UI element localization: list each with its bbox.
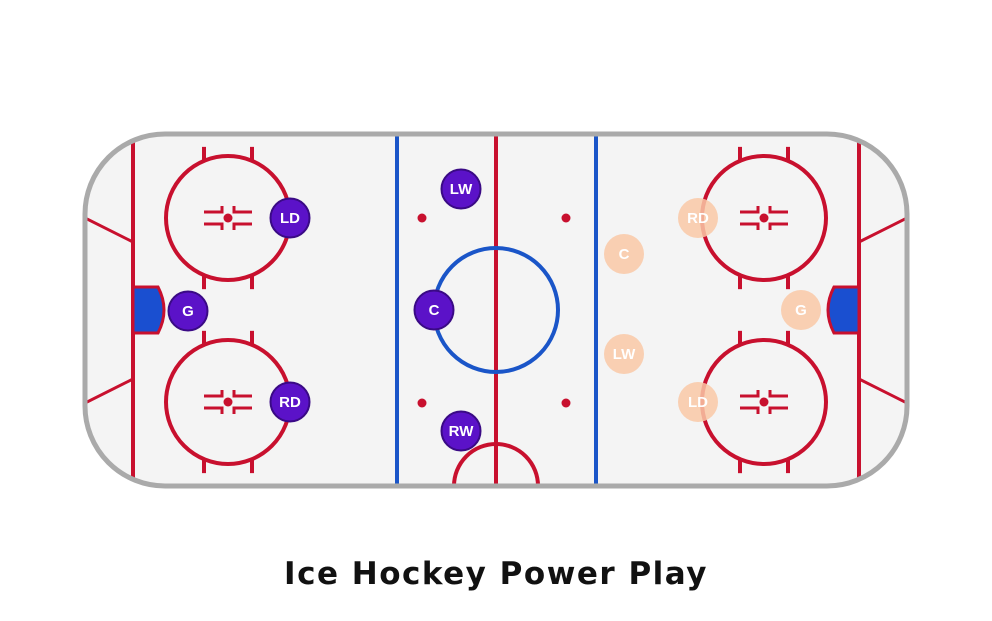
neutral-zone-faceoff-dot [561,213,571,223]
player-label: RW [449,423,475,440]
faceoff-hash-mark [204,206,224,214]
diagram-title: Ice Hockey Power Play [284,556,708,592]
player-label: C [429,302,440,319]
faceoff-hash-mark [204,222,224,230]
player-label: G [795,302,807,319]
player-label: RD [687,210,709,227]
neutral-zone-faceoff-dot [417,213,427,223]
faceoff-hash-mark [768,206,788,214]
player-token-team-a-rd: RD [269,381,311,423]
player-token-team-a-ld: LD [269,197,311,239]
player-token-team-b-rd: RD [678,198,718,238]
player-label: LW [450,181,473,198]
player-token-team-b-lw: LW [604,334,644,374]
player-label: C [619,246,630,263]
player-label: RD [279,394,301,411]
faceoff-hash-mark [740,222,760,230]
faceoff-hash-mark [204,390,224,398]
neutral-zone-faceoff-dot [561,398,571,408]
player-label: LD [688,394,708,411]
neutral-zone-faceoff-dot [417,398,427,408]
player-label: LD [280,210,300,227]
player-token-team-a-lw: LW [440,168,482,210]
player-label: G [182,303,194,320]
faceoff-hash-mark [232,222,252,230]
faceoff-dot [759,397,769,407]
faceoff-hash-mark [232,390,252,398]
rink-markings [85,134,907,486]
right-goal-crease [826,285,861,335]
faceoff-hash-mark [740,390,760,398]
player-token-team-a-c: C [413,289,455,331]
corner-line [858,377,907,405]
left-goal-crease [131,285,166,335]
faceoff-hash-mark [768,406,788,414]
faceoff-hash-mark [204,406,224,414]
attacking-team: LW C RW LD RD G [167,168,482,452]
player-token-team-a-rw: RW [440,410,482,452]
faceoff-hash-mark [740,406,760,414]
faceoff-hash-mark [232,206,252,214]
faceoff-dot [223,397,233,407]
faceoff-hash-mark [768,390,788,398]
player-token-team-b-c: C [604,234,644,274]
short-handed-team: RD C LW LD G [604,198,821,422]
faceoff-hash-mark [768,222,788,230]
faceoff-dot [223,213,233,223]
player-token-team-b-g: G [781,290,821,330]
faceoff-dot [759,213,769,223]
corner-line [858,216,907,244]
player-token-team-b-ld: LD [678,382,718,422]
rink-boards [82,131,910,489]
player-label: LW [613,346,636,363]
player-token-team-a-g: G [167,290,209,332]
corner-line [85,377,134,405]
corner-line [85,216,134,244]
faceoff-hash-mark [740,206,760,214]
referee-crease [452,442,540,486]
faceoff-hash-mark [232,406,252,414]
